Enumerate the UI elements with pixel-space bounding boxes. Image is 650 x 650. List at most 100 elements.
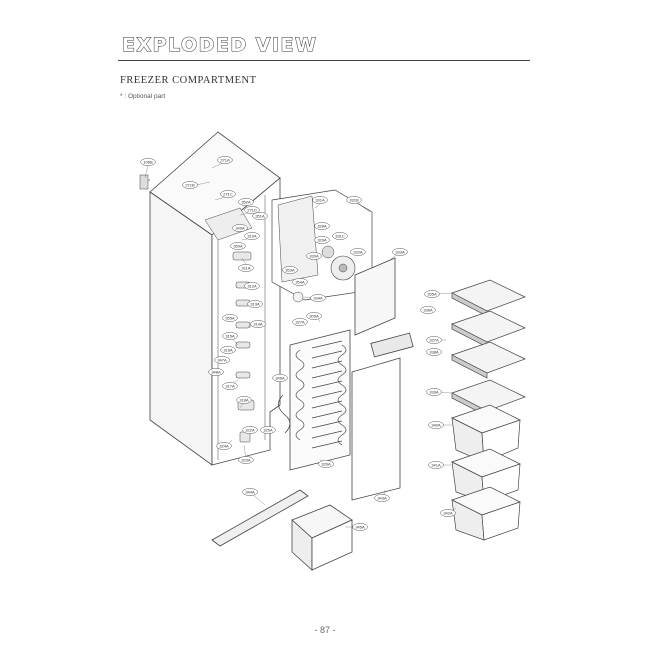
callout-label: 324A [219,443,229,448]
callout-label: 348A [211,369,221,374]
callout-333a: 333A [392,248,408,256]
callout-339a: 339A [426,388,442,396]
callout-labels: 106B 271A 271B 271C 271D 331A 331B 331C 332A 333A… [140,156,456,531]
section-heading: FREEZER COMPARTMENT [120,75,257,86]
callout-label: 333A [395,249,405,254]
fan-assembly [271,189,373,303]
base-cover [291,504,353,571]
callout-314a: 314A [250,320,266,328]
callout-310a: 310A [244,232,260,240]
callout-label: 310A [247,233,257,238]
callout-label: 311A [241,265,250,270]
callout-337a: 337A [426,336,442,344]
callout-271d: 271D [244,206,260,214]
callout-label: 327A [295,319,305,324]
callout-347a: 347A [214,356,230,364]
callout-label: 316A [223,347,233,352]
callout-label: 351A [255,213,265,218]
callout-label: 337A [429,337,439,342]
callout-label: 345A [355,524,365,529]
callout-label: 314A [253,321,263,326]
callout-label: 328A [317,223,327,228]
callout-label: 350A [233,243,243,248]
callout-332a: 332A [350,248,366,256]
callout-label: 352A [241,199,251,204]
callout-label: 313A [250,301,260,306]
callout-340a: 340A [428,421,444,429]
callout-label: 331C [335,233,345,238]
callout-352a: 352A [238,198,254,206]
title-rule [118,60,530,61]
callout-label: 271C [223,191,233,196]
callout-label: 309A [309,313,319,318]
callout-label: 315A [225,333,235,338]
callout-334a: 334A [310,294,326,302]
callout-label: 317A [225,383,235,388]
callout-354a: 354A [292,278,308,286]
callout-label: 349A [235,225,245,230]
callout-label: 331A [315,197,325,202]
callout-label: 336A [423,307,433,312]
callout-271b: 271B [182,181,198,189]
callout-329a: 329A [314,236,330,244]
callout-338a: 338A [426,348,442,356]
callout-106b: 106B [140,158,156,166]
callout-313a: 313A [247,300,263,308]
callout-label: 330A [309,253,319,258]
callout-label: 312A [247,283,257,288]
callout-label: 331B [349,197,359,202]
callout-271c: 271C [220,190,236,198]
cabinet-body [139,131,281,466]
callout-label: 353A [285,267,295,272]
callout-325a: 325A [260,426,276,434]
callout-323a: 323A [238,456,254,464]
evaporator [278,329,351,471]
callout-label: 339A [429,389,439,394]
callout-label: 341A [431,462,441,467]
callout-label: 347A [217,357,227,362]
callout-344a: 344A [242,488,258,496]
callout-328a: 328A [314,222,330,230]
page-title: EXPLODED VIEW [121,34,318,57]
callout-label: 322A [245,427,255,432]
callout-label: 323A [241,457,251,462]
callout-label: 326A [321,461,331,466]
back-cover [351,357,401,501]
callout-label: 271A [220,157,230,162]
callout-label: 343A [377,495,387,500]
callout-351a: 351A [252,212,268,220]
callout-label: 340A [431,422,441,427]
callout-271a: 271A [217,156,233,164]
callout-327a: 327A [292,318,308,326]
callout-label: 334A [313,295,323,300]
callout-312a: 312A [244,282,260,290]
callout-317a: 317A [222,382,238,390]
callout-label: 325A [263,427,273,432]
callout-324a: 324A [216,442,232,450]
callout-label: 354A [295,279,305,284]
callout-335a: 335A [424,290,440,298]
callout-315a: 315A [222,332,238,340]
callout-label: 271B [185,182,195,187]
callout-343a: 343A [374,494,390,502]
callout-label: 338A [429,349,439,354]
callout-label: 335A [427,291,437,296]
callout-label: 332A [353,249,363,254]
callout-341a: 341A [428,461,444,469]
callout-label: 342A [443,510,453,515]
callout-355a: 355A [222,314,238,322]
callout-label: 271D [247,207,257,212]
callout-309a: 309A [306,312,322,320]
callout-350a: 350A [230,242,246,250]
page-number: - 87 - [314,625,336,635]
callout-318a: 318A [236,396,252,404]
callout-336a: 336A [420,306,436,314]
freezer-drawers [451,404,521,541]
glass-shelves [451,279,526,417]
callout-353a: 353A [282,266,298,274]
callout-331b: 331B [346,196,362,204]
duct-cover [354,257,396,336]
optional-part-note: * : Optional part [120,93,166,100]
control-box [370,332,414,358]
